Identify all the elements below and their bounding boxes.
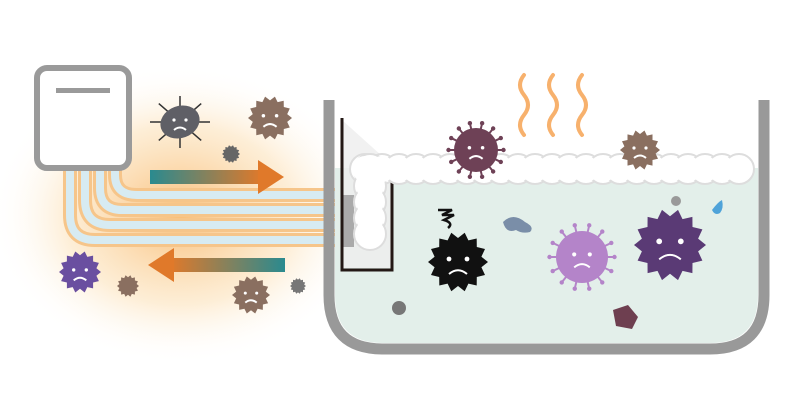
germs (59, 96, 706, 314)
pipes (63, 170, 335, 247)
dirt-dot (392, 301, 406, 315)
sweat-drop-icon (712, 200, 723, 214)
arrow-left-icon (148, 248, 285, 282)
steam-icon (518, 73, 588, 137)
bathtub (323, 100, 770, 355)
germ-spiky-icon (290, 278, 306, 294)
foam-bubble-fill (356, 220, 384, 248)
water-heater-unit (34, 65, 132, 171)
arrow-right-icon (150, 160, 284, 194)
germ-spiky-icon (620, 130, 660, 170)
foam-bubble-fill (726, 156, 752, 182)
bath-foam (349, 153, 755, 251)
dirt-blob (613, 305, 638, 329)
germ-mite-icon (150, 96, 210, 148)
germ-spiky-icon (222, 145, 240, 163)
germ-spiky-icon (634, 209, 706, 281)
germ-spiky-icon (428, 232, 488, 292)
dizzy-swirl-icon (438, 208, 455, 229)
germ-spiky-icon (117, 275, 139, 297)
bath-water (335, 168, 758, 343)
dirt-blob (503, 217, 532, 233)
germ-spiky-icon (232, 276, 270, 314)
germ-virus-icon (446, 120, 506, 180)
dirt-dot (671, 196, 681, 206)
germ-spiky-icon (248, 96, 292, 140)
germ-spiky-icon (59, 251, 101, 293)
germ-virus-icon (547, 223, 617, 291)
